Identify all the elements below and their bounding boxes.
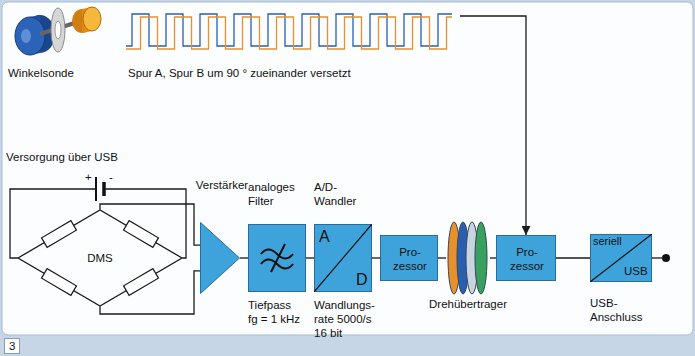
node-text: Wandlungs- rate 5000/s 16 bit	[314, 298, 382, 340]
rotary-transformer-outline	[446, 221, 490, 295]
supply-label: Versorgung über USB	[6, 150, 118, 164]
node-text: DMS	[75, 251, 125, 265]
amplifier-triangle-shape	[200, 222, 240, 294]
signal-wire	[240, 257, 248, 258]
terminal-wire	[652, 257, 662, 258]
lowpass-filter-outline	[248, 224, 306, 292]
signal-wire	[372, 257, 380, 258]
lowpass-filter-shape	[248, 224, 306, 292]
lowpass-filter: analoges FilterTiefpass fg = 1 kHz	[246, 176, 312, 328]
usb-interface: seriellUSB USB- Anschluss	[584, 220, 660, 330]
signal-wire	[556, 257, 590, 258]
rotary-transformer-shape	[446, 221, 490, 295]
strain-gauge-bridge: DMS	[18, 210, 182, 306]
node-text: D	[356, 270, 370, 290]
node-text: Drehübertrager	[420, 297, 516, 311]
node-text: USB- Anschluss	[590, 296, 660, 324]
node-text: Tiefpass fg = 1 kHz	[248, 298, 303, 326]
signal-wire	[438, 257, 446, 258]
processor-box: Pro- zessor	[496, 235, 556, 281]
signal-trace-b	[126, 17, 452, 49]
polarity-sign: -	[109, 170, 113, 184]
signal-label: Spur A, Spur B um 90 ° zueinander verset…	[128, 66, 351, 80]
battery-symbol	[96, 177, 104, 201]
node-text: A	[319, 227, 333, 247]
node-text: analoges Filter	[248, 180, 310, 208]
polarity-sign: +	[85, 170, 92, 184]
node-text: A/D- Wandler	[314, 180, 366, 208]
supply-wire	[10, 189, 96, 258]
node-text: Verstärker	[190, 178, 254, 192]
amplifier-triangle: Verstärker	[190, 178, 254, 296]
usb-terminal	[662, 254, 670, 262]
signal-wire	[306, 257, 314, 258]
supply-wire	[104, 189, 186, 258]
ad-converter: A/D- WandlerA D Wandlungs- rate 5000/s 16 …	[312, 176, 386, 346]
node-text: Pro- zessor	[385, 245, 435, 273]
panel	[2, 2, 693, 335]
amplifier-triangle-outline	[200, 222, 240, 294]
node-text: USB	[624, 264, 650, 278]
node-text: seriell	[593, 235, 633, 248]
figure-number: 3	[4, 338, 20, 354]
processor-box: Pro- zessor	[380, 235, 438, 281]
node-text: Winkelsonde	[8, 66, 98, 80]
signal-arrow	[460, 16, 526, 235]
node-text: Pro- zessor	[502, 245, 552, 273]
encoder-drawing	[15, 7, 101, 55]
